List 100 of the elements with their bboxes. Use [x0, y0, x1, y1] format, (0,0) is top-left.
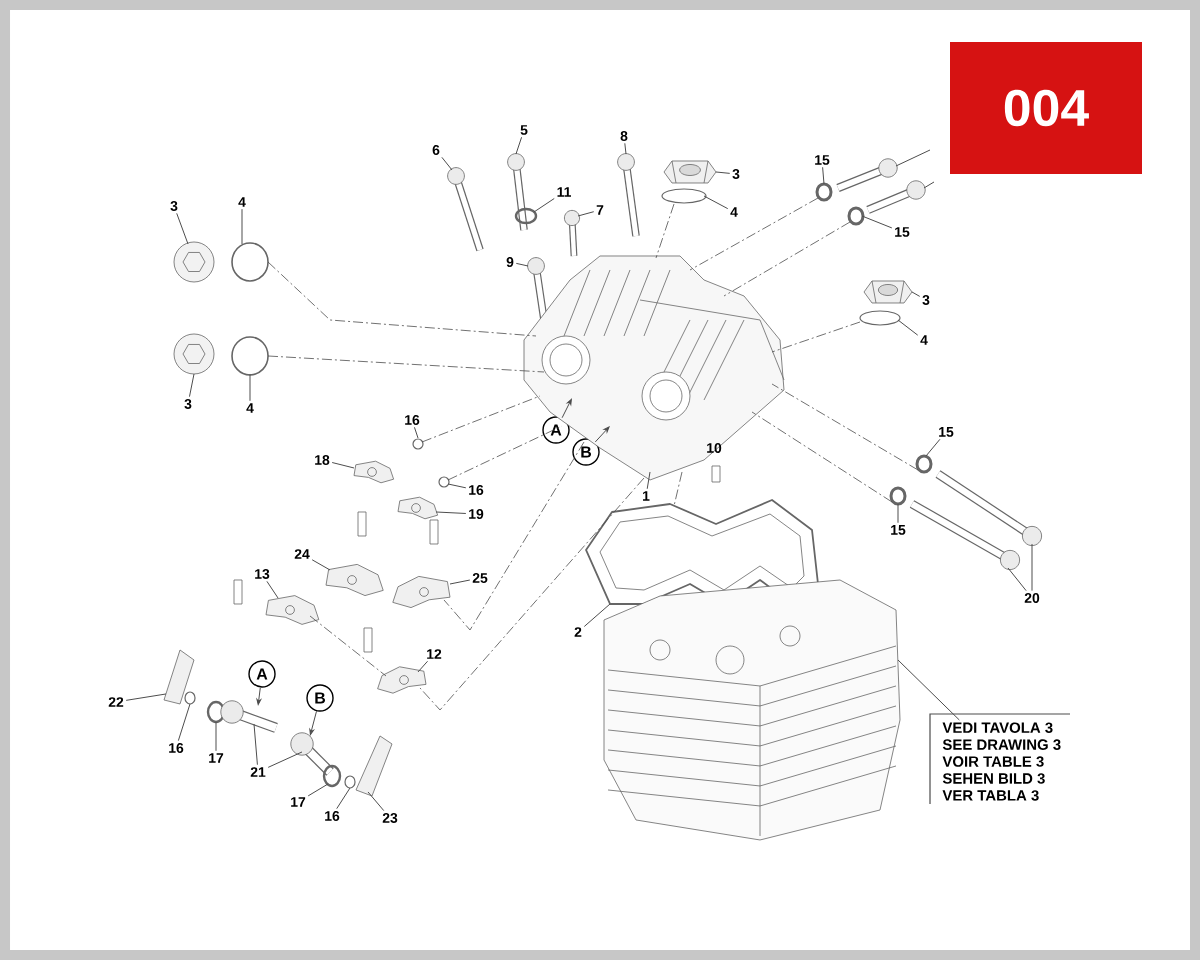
stud — [909, 500, 1020, 570]
rocker-arm — [392, 576, 451, 608]
lever — [355, 735, 393, 797]
leader-line — [215, 721, 217, 752]
rocker-arm — [265, 595, 320, 625]
leader-line — [822, 166, 825, 185]
rocker-arm — [325, 564, 384, 596]
leader-line — [577, 211, 595, 217]
bolt — [527, 257, 548, 321]
leader-line — [249, 373, 251, 402]
bolt — [447, 167, 484, 252]
centre-line — [689, 197, 819, 271]
page-number-badge: 004 — [950, 42, 1142, 174]
centre-line — [771, 321, 861, 353]
centre-line — [447, 425, 563, 481]
leader-line — [435, 511, 467, 514]
rocker-arm — [353, 460, 394, 484]
ring — [231, 242, 269, 282]
leader-line — [646, 471, 651, 490]
centre-line — [673, 471, 683, 507]
ring — [889, 486, 907, 506]
leader-line — [311, 559, 331, 571]
leader-line — [241, 208, 243, 245]
stud — [866, 180, 926, 214]
plug — [663, 160, 717, 184]
leader-line — [253, 723, 258, 766]
plug — [173, 333, 215, 375]
ring — [915, 454, 933, 474]
leader-line — [267, 751, 303, 768]
arrow — [594, 426, 610, 443]
leader-line — [895, 149, 931, 167]
leader-line — [861, 215, 893, 229]
centre-line — [421, 395, 541, 443]
rocker-shaft — [290, 732, 334, 776]
centre-line — [443, 441, 585, 631]
ring — [847, 206, 865, 226]
leader-line — [307, 783, 329, 797]
valve-cover-drawing — [523, 255, 785, 481]
leader-line — [125, 693, 167, 701]
stud — [836, 158, 898, 192]
leader-line — [925, 438, 941, 457]
bolt — [564, 210, 580, 257]
plug — [173, 241, 215, 283]
ring — [322, 764, 342, 788]
arrow — [309, 710, 318, 736]
leader-line — [189, 373, 195, 398]
centre-line — [723, 221, 851, 297]
leader-line — [624, 142, 627, 155]
centre-line — [771, 383, 919, 471]
rocker-shaft — [220, 700, 278, 733]
leader-line — [897, 659, 960, 721]
ring — [206, 700, 226, 724]
leader-line — [413, 426, 419, 439]
ring — [184, 691, 196, 705]
leader-line — [533, 198, 555, 213]
leader-line — [176, 212, 189, 245]
rocker-arm — [377, 666, 427, 694]
ring — [344, 775, 356, 789]
leader-line — [703, 195, 729, 210]
leader-line — [447, 483, 467, 489]
leader-line — [177, 703, 191, 742]
centre-line — [267, 355, 545, 373]
leader-line — [911, 291, 921, 297]
leader-line — [715, 171, 731, 174]
ring — [514, 207, 538, 225]
ring — [231, 336, 269, 376]
centre-line — [655, 203, 675, 259]
leader-line — [583, 603, 611, 627]
arrow — [561, 398, 572, 419]
centre-line — [267, 261, 537, 337]
leader-line — [266, 580, 279, 599]
leader-line — [367, 791, 385, 812]
leader-line — [336, 787, 351, 810]
leader-line — [331, 462, 355, 469]
lever — [163, 649, 195, 705]
leader-line — [515, 136, 523, 155]
leader-line — [1031, 543, 1033, 592]
leader-line — [515, 262, 529, 267]
plug — [863, 280, 913, 304]
ring — [815, 182, 833, 202]
centre-line — [419, 477, 645, 711]
bolt — [617, 153, 640, 237]
leader-line — [449, 579, 471, 585]
ring — [412, 438, 424, 450]
ring — [438, 476, 450, 488]
centre-line — [309, 615, 387, 677]
centre-line — [751, 411, 893, 503]
leader-line — [897, 503, 899, 524]
leader-line — [897, 319, 919, 336]
stud — [935, 470, 1042, 546]
arrow — [256, 687, 262, 706]
leader-line — [1007, 567, 1027, 592]
leader-line — [923, 181, 935, 189]
rocker-arm — [397, 496, 438, 520]
leader-line — [417, 660, 429, 673]
bolt — [507, 153, 528, 231]
ring — [661, 188, 707, 204]
cylinder-head-drawing — [603, 579, 901, 841]
ring — [859, 310, 901, 326]
leader-line — [441, 156, 453, 171]
